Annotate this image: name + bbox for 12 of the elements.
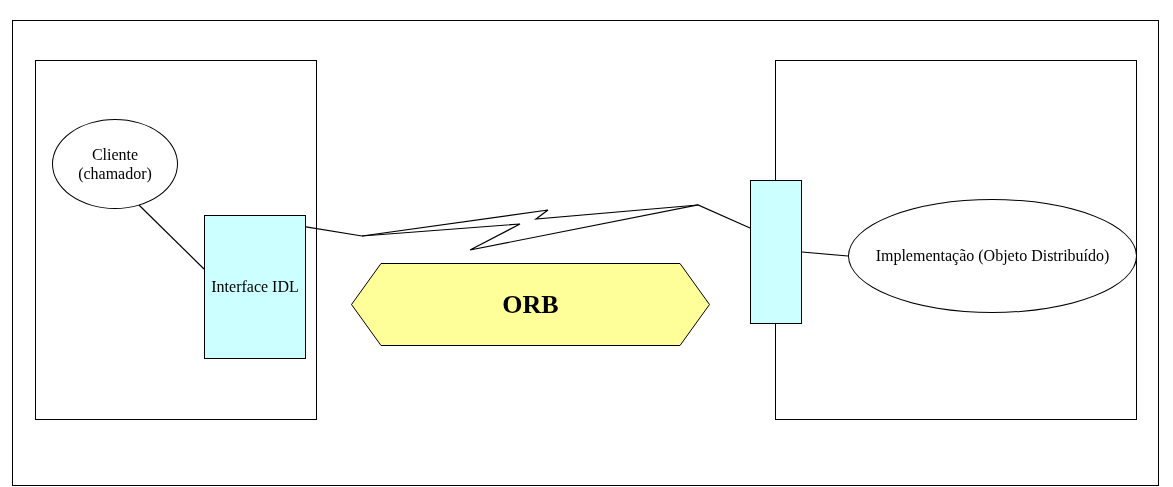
interface-bar xyxy=(750,180,802,324)
container-box xyxy=(775,60,1137,420)
hexagon-band xyxy=(351,263,710,346)
connector-line xyxy=(305,204,751,251)
connector-line xyxy=(138,204,205,270)
interface-box xyxy=(204,215,306,359)
node-label: Implementação (Objeto Distribuído) xyxy=(874,246,1111,266)
connector-line xyxy=(801,251,849,257)
container-box xyxy=(35,60,317,420)
node-label: Cliente (chamador) xyxy=(77,144,153,184)
node-label: Interface IDL xyxy=(210,277,300,297)
node-label: ORB xyxy=(501,288,560,321)
